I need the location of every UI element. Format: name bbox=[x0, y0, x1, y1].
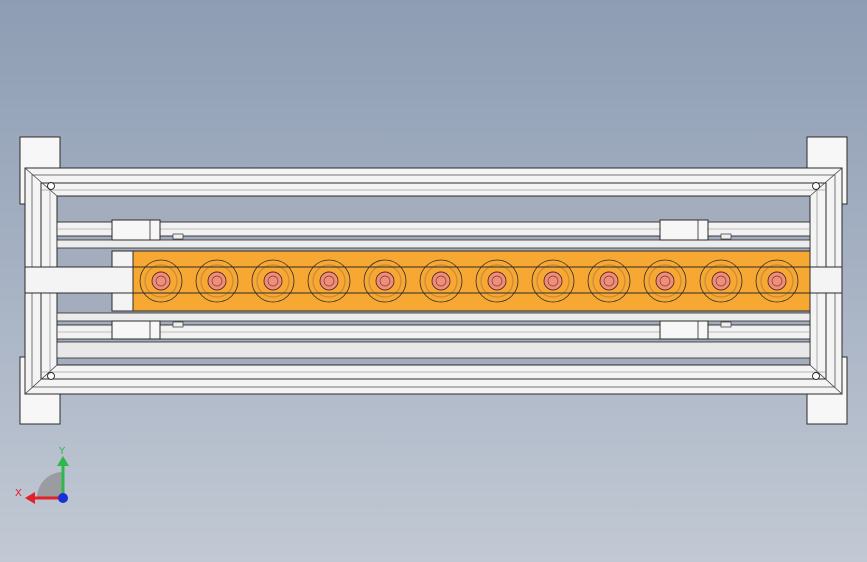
roller-core bbox=[375, 271, 395, 291]
roller-core bbox=[711, 271, 731, 291]
screw-head bbox=[720, 321, 732, 328]
roller-ring bbox=[368, 264, 402, 298]
roller-housing bbox=[419, 259, 463, 303]
roller-core bbox=[543, 271, 563, 291]
roller bbox=[363, 259, 407, 303]
coordinate-triad-icon: Y X bbox=[15, 446, 69, 504]
guide-rail-bottom bbox=[56, 312, 811, 359]
roller bbox=[139, 259, 183, 303]
triad-x-arrow bbox=[25, 492, 35, 504]
screw-head bbox=[172, 321, 184, 328]
roller-ring bbox=[592, 264, 626, 298]
screw-head bbox=[720, 233, 732, 240]
frame-bolt-hole bbox=[47, 372, 55, 380]
roller-housing bbox=[531, 259, 575, 303]
triad-y-arrow bbox=[57, 456, 69, 466]
triad-y-label: Y bbox=[58, 446, 66, 457]
roller-ring bbox=[256, 264, 290, 298]
roller-ring bbox=[312, 264, 346, 298]
roller-core bbox=[599, 271, 619, 291]
triad-z-axis bbox=[58, 493, 68, 503]
roller-ring bbox=[648, 264, 682, 298]
roller-ring bbox=[200, 264, 234, 298]
frame-bolt-hole bbox=[812, 182, 820, 190]
slider-block-top-right bbox=[659, 219, 709, 241]
roller-hub bbox=[547, 275, 559, 287]
roller-hub bbox=[267, 275, 279, 287]
roller-hub bbox=[323, 275, 335, 287]
guide-rail-top bbox=[56, 221, 811, 249]
roller-ring bbox=[144, 264, 178, 298]
roller-core bbox=[207, 271, 227, 291]
roller-housing bbox=[251, 259, 295, 303]
frame-bolt-hole bbox=[47, 182, 55, 190]
roller-hub bbox=[491, 275, 503, 287]
roller-hub bbox=[435, 275, 447, 287]
roller-housing bbox=[139, 259, 183, 303]
roller-ring bbox=[760, 264, 794, 298]
roller-housing bbox=[363, 259, 407, 303]
roller-housing bbox=[643, 259, 687, 303]
roller-housing bbox=[475, 259, 519, 303]
cross-bar bbox=[24, 266, 843, 294]
roller-core bbox=[431, 271, 451, 291]
roller-hub bbox=[659, 275, 671, 287]
roller-hub bbox=[771, 275, 783, 287]
roller-housing bbox=[195, 259, 239, 303]
roller-hub bbox=[715, 275, 727, 287]
roller-core bbox=[767, 271, 787, 291]
slider-block-bottom-left bbox=[111, 320, 161, 340]
roller-core bbox=[151, 271, 171, 291]
roller-hub bbox=[211, 275, 223, 287]
roller bbox=[307, 259, 351, 303]
roller-ring bbox=[424, 264, 458, 298]
slider-block-bottom-right bbox=[659, 320, 709, 340]
roller-core bbox=[263, 271, 283, 291]
carrier-plate[interactable] bbox=[132, 250, 811, 312]
frame-bolt-hole bbox=[812, 372, 820, 380]
triad-x-label: X bbox=[15, 488, 22, 499]
triad-xy-plane bbox=[37, 472, 63, 498]
roller-ring bbox=[704, 264, 738, 298]
roller-core bbox=[487, 271, 507, 291]
roller-hub bbox=[603, 275, 615, 287]
roller-ring bbox=[536, 264, 570, 298]
roller-row bbox=[139, 259, 799, 303]
roller-housing bbox=[699, 259, 743, 303]
roller bbox=[475, 259, 519, 303]
roller-ring bbox=[480, 264, 514, 298]
roller-hub bbox=[379, 275, 391, 287]
roller bbox=[587, 259, 631, 303]
roller-hub bbox=[155, 275, 167, 287]
roller bbox=[419, 259, 463, 303]
screw-head bbox=[172, 233, 184, 240]
roller bbox=[699, 259, 743, 303]
roller bbox=[643, 259, 687, 303]
roller bbox=[251, 259, 295, 303]
roller-core bbox=[655, 271, 675, 291]
roller bbox=[531, 259, 575, 303]
roller-housing bbox=[307, 259, 351, 303]
roller-core bbox=[319, 271, 339, 291]
roller bbox=[195, 259, 239, 303]
slider-block-top-left bbox=[111, 219, 161, 241]
roller-housing bbox=[587, 259, 631, 303]
roller bbox=[755, 259, 799, 303]
roller-housing bbox=[755, 259, 799, 303]
